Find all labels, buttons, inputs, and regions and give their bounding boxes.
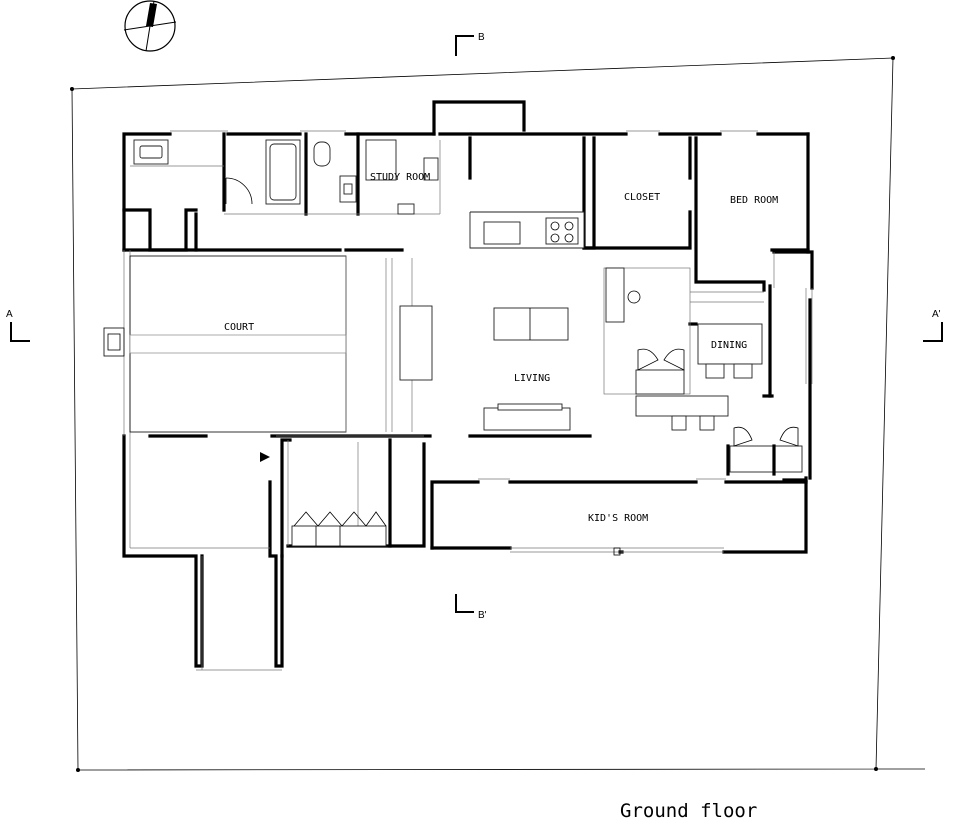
section-mark-a-prime: A'	[923, 309, 943, 342]
walls	[122, 100, 814, 668]
entrance-arrow-icon	[260, 452, 270, 462]
site-boundary	[70, 56, 925, 772]
room-label-living: LIVING	[514, 373, 550, 384]
room-label-bedroom: BED ROOM	[730, 195, 778, 206]
north-arrow-icon	[123, 0, 177, 52]
court-area	[103, 255, 433, 671]
room-label-kids-room: KID'S ROOM	[588, 513, 648, 524]
room-label-dining: DINING	[711, 340, 747, 351]
room-labels: STUDY ROOM CLOSET BED ROOM COURT DINING …	[224, 172, 778, 524]
svg-text:B': B'	[478, 610, 487, 621]
kitchen-counter	[469, 211, 585, 249]
room-label-court: COURT	[224, 322, 254, 333]
section-mark-b: B	[455, 32, 485, 56]
room-label-closet: CLOSET	[624, 192, 660, 203]
svg-text:B: B	[478, 32, 485, 43]
room-label-study: STUDY ROOM	[370, 172, 430, 183]
section-mark-a: A	[6, 309, 30, 342]
section-mark-b-prime: B'	[455, 594, 487, 621]
living-furniture	[468, 267, 803, 476]
svg-text:A': A'	[932, 309, 941, 320]
entrance-storage	[291, 511, 387, 547]
bathroom-fixtures	[130, 139, 441, 215]
drawing-caption: Ground floor	[620, 800, 757, 822]
svg-text:A: A	[6, 309, 13, 320]
